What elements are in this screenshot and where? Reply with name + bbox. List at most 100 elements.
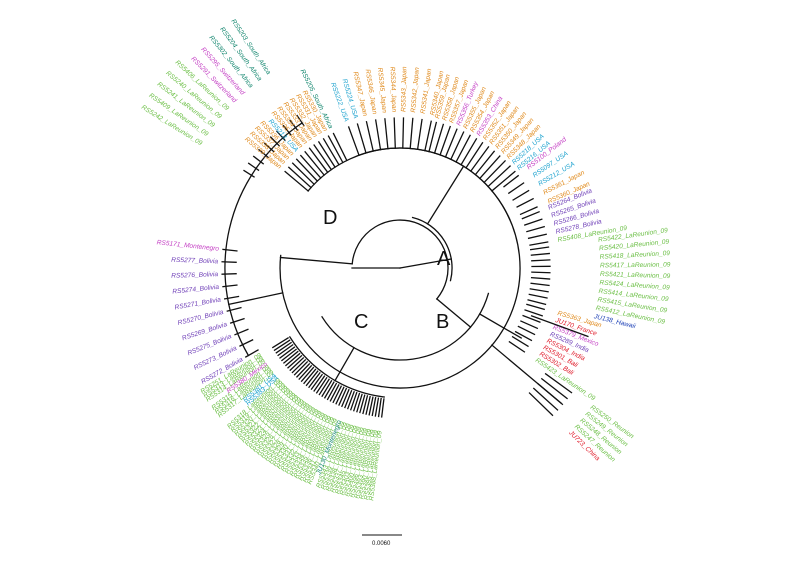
tree-branch [289,356,305,372]
tree-branch [221,261,237,263]
tree-branch [344,389,353,409]
clade-label-d: D [323,207,337,229]
tree-internal-arc [358,147,511,221]
tree-branch [271,337,289,349]
tree-branch [433,123,445,154]
tree-branch [540,377,569,400]
tree-branch [258,148,270,159]
tree-branch [295,362,311,378]
tree-branch [511,335,529,348]
tree-branch [529,246,550,251]
tree-branch [352,392,361,412]
tree-branch [346,390,355,410]
tree-branch [263,142,275,153]
tip-label: RS5276_Bolivia [171,271,218,280]
tree-branch [532,387,559,411]
tree-branch [508,340,526,353]
tree-branch [326,382,338,401]
tree-branch [282,124,292,136]
tree-branch [365,121,374,152]
tree-branch [474,150,496,176]
tree-branch [252,155,265,165]
tree-branch [291,162,316,186]
tree-branch [460,138,478,166]
tree-branch [338,387,348,406]
tree-branch [516,197,534,208]
tree-branch [393,117,396,149]
tree-branch [226,306,242,312]
tree-branch [313,144,333,171]
tree-branch [279,346,296,359]
tree-branch [289,119,299,131]
tree-branch [514,330,533,342]
tree-branch [368,396,374,416]
tree-branch [465,141,484,169]
tree-branch [243,169,255,178]
tree-branch [522,314,541,323]
tree-branch [303,368,317,385]
tree-branch [269,136,281,147]
tree-branch [520,320,539,330]
tree-branch [279,256,353,265]
tree-branch [380,398,385,418]
clade-label-b: B [436,311,449,333]
tree-branch [327,135,344,164]
tree-branch [323,381,335,399]
tree-branch [455,134,471,163]
tree-branch [371,396,377,417]
tree-branch [478,313,523,339]
tree-branch [332,385,343,404]
tree-branch [347,126,360,157]
tree-branch [304,150,326,176]
tree-branch [521,210,540,220]
tree-branch [536,382,564,406]
tree-branch [234,328,249,336]
tree-branch [362,395,369,415]
tip-label: RS5171_Montenegro [156,239,219,253]
tree-branch [530,277,551,280]
tree-branch [222,248,238,252]
tree-branch [478,155,501,180]
tree-branch [377,397,382,418]
tree-branch [317,141,336,168]
tree-internal-arc [288,336,385,398]
tree-branch [450,131,465,161]
tree-branch [517,325,536,336]
tree-branch [530,252,551,256]
tree-internal-arc [411,216,453,282]
tree-branch [284,170,310,192]
tree-branch [359,394,366,414]
tree-branch [519,206,538,216]
tip-label: RS5344_Japan [389,67,398,113]
tree-branch [529,288,549,293]
tree-branch [529,241,549,246]
tree-branch [483,159,507,184]
tree-branch [321,379,333,398]
tree-branch [277,343,294,357]
tree-internal-arc [321,292,490,361]
tree-branch [239,339,254,347]
tree-branch [318,378,330,396]
tip-label: RS5342_Japan [410,67,421,113]
tree-branch [416,118,423,151]
tree-branch [384,118,389,150]
tree-branch [228,292,284,306]
tip-label: RS5343_Japan [400,66,408,112]
tree-branch [374,119,382,151]
tree-branch [469,145,490,173]
tree-branch [399,258,452,269]
tree-branch [247,162,260,172]
tree-branch [402,117,405,149]
tree-branch [356,123,367,154]
tree-branch [527,299,547,306]
tree-branch [349,391,358,411]
tree-branch [524,309,544,317]
tip-label: RS5418_LaReunion_09 [600,250,671,261]
tree-branch [313,375,326,392]
clade-label-a: A [437,248,451,270]
tree-branch [280,348,298,362]
tree-branch [322,138,340,166]
tree-branch [341,388,350,408]
tip-label: RS5417_LaReunion_09 [600,262,671,270]
